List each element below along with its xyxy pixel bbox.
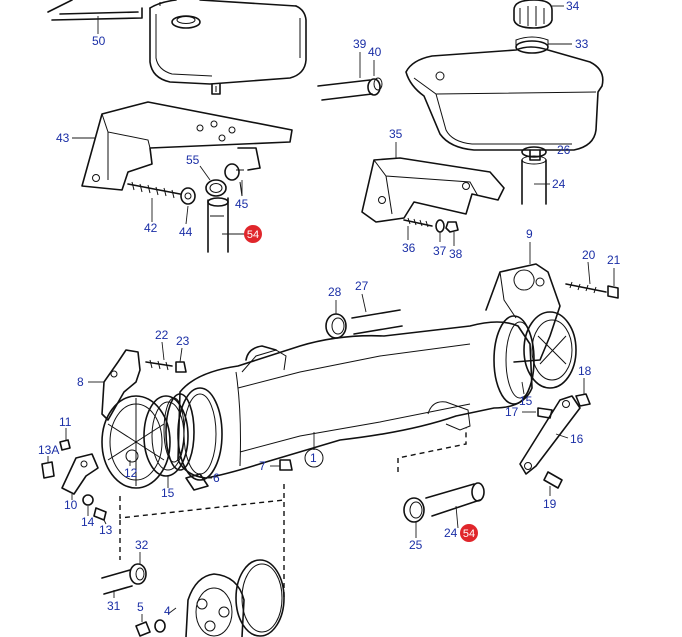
callout-24-right: 24 (552, 177, 566, 191)
hose-27 (351, 293, 403, 335)
callout-4: 4 (164, 604, 171, 618)
filler-cap-34 (513, 0, 564, 29)
badge-54-upper[interactable]: 54 (244, 225, 262, 243)
callout-16: 16 (570, 432, 584, 446)
expansion-tank-33 (405, 36, 604, 161)
pad-6 (185, 473, 212, 491)
part-50-bracket (47, 0, 143, 34)
callout-1: 1 (310, 451, 317, 465)
callout-38: 38 (449, 247, 463, 261)
callout-31: 31 (107, 599, 121, 613)
callout-20: 20 (582, 248, 596, 262)
callout-42: 42 (144, 221, 158, 235)
callout-45: 45 (235, 197, 249, 211)
callout-36: 36 (402, 241, 416, 255)
expansion-tank-left (149, 0, 307, 95)
screw-17 (522, 407, 553, 419)
callout-22: 22 (155, 328, 169, 342)
ring-15-left (143, 395, 189, 488)
callout-43: 43 (56, 131, 70, 145)
clamp-28 (325, 300, 347, 339)
screw-14 (82, 494, 94, 516)
clamp-32 (129, 552, 147, 585)
callout-28: 28 (328, 285, 342, 299)
callout-50: 50 (92, 34, 106, 48)
oil-cooler-body-1 (177, 321, 533, 479)
callout-23: 23 (176, 334, 190, 348)
bracket-43 (72, 101, 293, 191)
callout-18: 18 (578, 364, 592, 378)
clamp-26 (521, 146, 556, 158)
bracket-35 (361, 142, 505, 223)
screw-22-nut-23 (145, 341, 187, 373)
callout-44: 44 (179, 225, 193, 239)
screw-11 (59, 428, 71, 451)
gasket-ring (235, 559, 285, 637)
callout-15-right: 15 (519, 394, 533, 408)
callout-37: 37 (433, 244, 447, 258)
bracket-9 (485, 242, 561, 363)
callout-17: 17 (505, 405, 519, 419)
end-cap-ring-left (163, 387, 223, 481)
hose-39-clamp-40 (317, 52, 383, 101)
callout-19: 19 (543, 497, 557, 511)
callout-21: 21 (607, 253, 621, 267)
dashed-lines (119, 428, 467, 600)
callout-12: 12 (124, 466, 138, 480)
screw-5 (135, 614, 166, 637)
clamp-25 (403, 497, 425, 538)
callout-34: 34 (566, 0, 580, 13)
callout-33: 33 (575, 37, 589, 51)
bracket-8 (88, 349, 141, 421)
callout-55: 55 (186, 153, 200, 167)
callout-9: 9 (526, 227, 533, 241)
callout-14: 14 (81, 515, 95, 529)
hose-54-upper (207, 197, 248, 253)
bracket-10 (61, 453, 99, 500)
hose-24-right (521, 155, 550, 205)
callout-40: 40 (368, 45, 382, 59)
callout-39: 39 (353, 37, 367, 51)
callout-26: 26 (557, 143, 571, 157)
badge-54-upper-label: 54 (247, 229, 259, 241)
screw-45 (224, 163, 244, 197)
cover-4 (167, 573, 245, 637)
bolt-42-washer-44 (127, 181, 196, 225)
screw-36-nut-37-38 (403, 217, 459, 246)
callout-5: 5 (137, 600, 144, 614)
callout-27: 27 (355, 279, 369, 293)
hose-31 (101, 569, 133, 598)
badge-54-lower-label: 54 (463, 528, 475, 540)
hose-clamp-55 (199, 165, 227, 197)
screw-20-nut-21 (565, 261, 619, 299)
callout-32: 32 (135, 538, 149, 552)
callout-15-left: 15 (161, 486, 175, 500)
hose-24-54-lower (425, 482, 485, 529)
link-16 (519, 395, 581, 475)
callout-13a: 13A (38, 443, 59, 457)
callout-11: 11 (59, 415, 72, 429)
callout-6: 6 (213, 471, 220, 485)
end-cap-ring-right (493, 311, 577, 405)
nut-18 (575, 378, 591, 407)
callout-labels: 50 34 33 39 40 43 55 45 42 44 35 26 24 3… (38, 0, 621, 618)
drain-plug-7 (270, 459, 293, 471)
screw-13 (93, 507, 107, 525)
callout-10: 10 (64, 498, 78, 512)
screw-19 (543, 471, 563, 496)
callout-35: 35 (389, 127, 403, 141)
nut-13a (41, 456, 55, 479)
badge-54-lower[interactable]: 54 (460, 524, 478, 542)
callout-25: 25 (409, 538, 423, 552)
callout-8: 8 (77, 375, 84, 389)
callout-24-lower: 24 (444, 526, 458, 540)
callout-7: 7 (259, 459, 266, 473)
callout-13: 13 (99, 523, 113, 537)
